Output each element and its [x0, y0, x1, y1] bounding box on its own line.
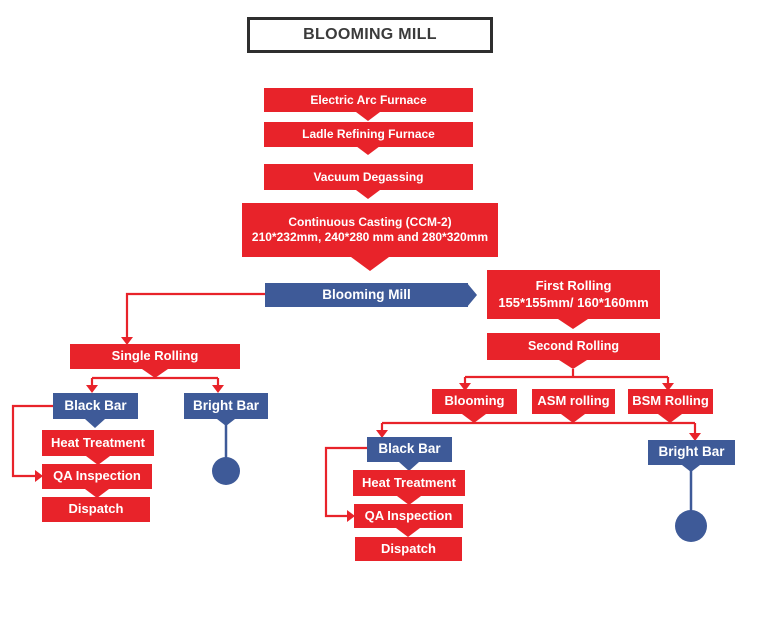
diagram-title: BLOOMING MILL	[247, 17, 493, 53]
node-black-bar-left: Black Bar	[53, 393, 138, 419]
node-label-line2: 210*232mm, 240*280 mm and 280*320mm	[251, 230, 489, 244]
asm-notch	[561, 414, 585, 423]
node-label: Bright Bar	[192, 397, 259, 413]
connector-eaf-to-lrf	[356, 112, 380, 121]
node-label: Bright Bar	[658, 444, 725, 460]
connector-vd-to-cc	[356, 190, 380, 199]
node-heat-treatment-right: Heat Treatment	[353, 470, 465, 496]
node-black-bar-right: Black Bar	[367, 437, 452, 462]
black-bar-right-bypass-line	[324, 446, 367, 518]
arrowhead-bypass-left	[35, 470, 43, 482]
black-bar-left-notch	[85, 419, 105, 428]
arrowhead-to-blooming	[459, 383, 471, 391]
single-rolling-notch	[142, 369, 168, 378]
blooming-mill-arrow-tip	[467, 283, 477, 307]
node-label: Ladle Refining Furnace	[302, 127, 435, 141]
connector-lrf-to-vd	[356, 146, 380, 155]
node-label: Heat Treatment	[51, 434, 145, 450]
bright-bar-right-notch	[682, 465, 700, 472]
connector-cc-to-bm	[351, 257, 389, 271]
node-bsm-rolling: BSM Rolling	[628, 389, 713, 414]
second-rolling-split-line	[463, 369, 670, 383]
terminal-circle-right	[675, 510, 707, 542]
node-continuous-casting: Continuous Casting (CCM-2) 210*232mm, 24…	[242, 203, 498, 257]
single-rolling-split-line	[90, 376, 220, 385]
node-label: QA Inspection	[364, 507, 453, 523]
node-electric-arc-furnace: Electric Arc Furnace	[264, 88, 473, 112]
node-label: Black Bar	[378, 441, 441, 457]
diagram-title-text: BLOOMING MILL	[303, 26, 437, 43]
node-label-line1: Continuous Casting (CCM-2)	[288, 215, 452, 229]
arrowhead-to-bright-bar-left	[212, 385, 224, 393]
node-qa-inspection-right: QA Inspection	[354, 504, 463, 528]
arrowhead-bypass-right	[347, 510, 355, 522]
node-label: Heat Treatment	[362, 474, 456, 490]
node-label: Blooming Mill	[322, 286, 411, 302]
arrowhead-to-bsm	[662, 383, 674, 391]
node-asm-rolling: ASM rolling	[532, 389, 615, 414]
node-label: Blooming	[444, 393, 505, 409]
node-label: Vacuum Degassing	[313, 169, 424, 184]
node-bright-bar-left: Bright Bar	[184, 393, 268, 419]
arrowhead-to-black-bar-left	[86, 385, 98, 393]
node-heat-treatment-left: Heat Treatment	[42, 430, 154, 456]
node-label: Dispatch	[381, 540, 436, 556]
node-blooming-mill: Blooming Mill	[265, 283, 468, 307]
bright-bar-left-notch	[217, 419, 235, 426]
node-label: ASM rolling	[537, 393, 610, 409]
node-first-rolling: First Rolling 155*155mm/ 160*160mm	[487, 270, 660, 319]
node-label: Black Bar	[64, 397, 127, 413]
node-dispatch-left: Dispatch	[42, 497, 150, 522]
bsm-notch	[658, 414, 682, 423]
node-label: Electric Arc Furnace	[310, 92, 427, 107]
arrowhead-to-bright-bar-right	[689, 433, 701, 441]
node-label: Second Rolling	[528, 338, 619, 353]
node-label: BSM Rolling	[632, 393, 709, 409]
arrowhead-to-single-rolling	[121, 337, 133, 345]
black-bar-left-bypass-line	[11, 404, 53, 478]
qa-right-notch	[396, 528, 420, 537]
node-ladle-refining-furnace: Ladle Refining Furnace	[264, 122, 473, 147]
ht-left-notch	[86, 456, 110, 465]
black-bar-right-notch	[399, 462, 419, 471]
node-bright-bar-right: Bright Bar	[648, 440, 735, 465]
node-label-line2: 155*155mm/ 160*160mm	[498, 294, 649, 310]
node-qa-inspection-left: QA Inspection	[42, 464, 152, 489]
node-blooming: Blooming	[432, 389, 517, 414]
bm-to-single-rolling-line	[125, 292, 265, 338]
second-rolling-notch	[559, 360, 587, 369]
node-label: QA Inspection	[53, 468, 141, 484]
node-label: Single Rolling	[111, 348, 199, 364]
node-single-rolling: Single Rolling	[70, 344, 240, 369]
node-dispatch-right: Dispatch	[355, 537, 462, 561]
qa-left-notch	[85, 489, 109, 498]
arrowhead-to-black-bar-right	[376, 430, 388, 438]
node-second-rolling: Second Rolling	[487, 333, 660, 360]
node-label: Dispatch	[68, 501, 124, 517]
node-vacuum-degassing: Vacuum Degassing	[264, 164, 473, 190]
ht-right-notch	[397, 496, 421, 505]
terminal-circle-left	[212, 457, 240, 485]
rolling-bus-line	[380, 421, 697, 433]
connector-fr-to-sr	[558, 319, 588, 329]
blooming-notch	[462, 414, 486, 423]
node-label-line1: First Rolling	[535, 278, 612, 294]
